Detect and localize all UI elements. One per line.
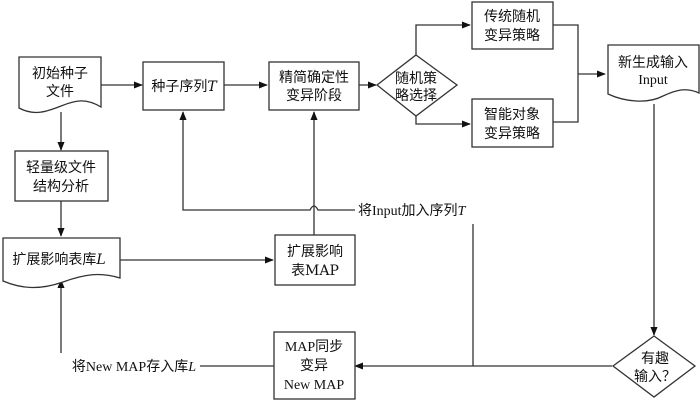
node-new-input[interactable]: 新生成输入 Input xyxy=(607,44,700,102)
node-traditional-line1: 传统随机 xyxy=(484,9,540,25)
node-interesting-line1: 有趣 xyxy=(641,351,669,367)
node-ext-library[interactable]: 扩展影响表库L xyxy=(2,237,121,289)
edge-label-store-map: 将New MAP存入库L xyxy=(72,359,196,375)
node-traditional-line2: 变异策略 xyxy=(484,27,540,44)
edge-label-add-input: 将Input加入序列T xyxy=(358,203,467,219)
node-smart-strategy[interactable]: 智能对象 变异策略 xyxy=(471,98,554,148)
node-seed-files-line2: 文件 xyxy=(46,84,74,100)
edge-select-to-smart xyxy=(415,116,471,128)
node-seed-queue-label: 种子序列T xyxy=(151,79,218,95)
node-ext-map-line1: 扩展影响 xyxy=(287,244,343,260)
node-map-sync[interactable]: MAP同步 变异 New MAP xyxy=(273,331,356,400)
node-map-sync-line3: New MAP xyxy=(284,378,344,393)
node-interesting-line2: 输入？ xyxy=(634,369,676,385)
node-new-input-line1: 新生成输入 xyxy=(618,55,688,71)
node-smart-line2: 变异策略 xyxy=(484,125,540,142)
node-seed-files-line1: 初始种子 xyxy=(32,65,88,82)
node-traditional-strategy[interactable]: 传统随机 变异策略 xyxy=(471,1,554,50)
connectors xyxy=(57,21,658,370)
node-analysis-line1: 轻量级文件 xyxy=(26,160,96,176)
node-interesting-input[interactable]: 有趣 输入？ xyxy=(611,335,697,398)
node-ext-map[interactable]: 扩展影响 表MAP xyxy=(274,234,356,286)
node-random-select-line2: 略选择 xyxy=(395,88,437,104)
node-ext-library-label: 扩展影响表库L xyxy=(12,252,105,268)
node-smart-line1: 智能对象 xyxy=(484,107,540,123)
node-random-select[interactable]: 随机策 略选择 xyxy=(375,54,459,117)
node-ext-map-line2: 表MAP xyxy=(291,263,339,279)
node-deterministic-line2: 变异阶段 xyxy=(286,88,342,104)
node-map-sync-line1: MAP同步 xyxy=(285,339,343,355)
node-random-select-line1: 随机策 xyxy=(395,70,437,87)
node-analysis-line2: 结构分析 xyxy=(33,179,89,195)
node-deterministic-line1: 精简确定性 xyxy=(279,69,349,86)
edge-strategies-merge xyxy=(553,24,579,123)
node-seed-files[interactable]: 初始种子 文件 xyxy=(18,56,102,114)
edge-add-input-to-queue xyxy=(179,111,355,211)
node-structure-analysis[interactable]: 轻量级文件 结构分析 xyxy=(14,150,109,202)
edge-select-to-traditional xyxy=(415,21,471,55)
node-seed-queue[interactable]: 种子序列T xyxy=(142,61,225,111)
node-new-input-line2: Input xyxy=(638,73,668,88)
node-map-sync-line2: 变异 xyxy=(300,358,328,374)
node-deterministic-stage[interactable]: 精简确定性 变异阶段 xyxy=(268,61,360,111)
